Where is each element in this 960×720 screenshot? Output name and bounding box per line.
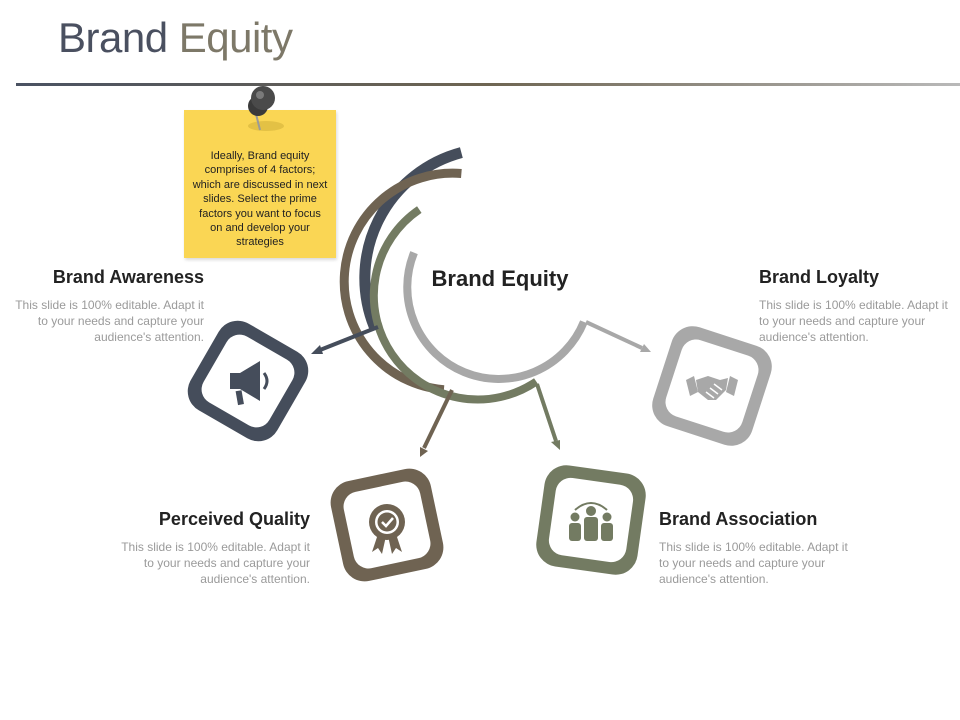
factor-description: This slide is 100% editable. Adapt it to… [759,298,948,344]
handshake-icon [686,376,738,400]
sticky-note: Ideally, Brand equity comprises of 4 fac… [184,110,336,258]
brand-association-tile [536,465,646,575]
quality-connector [420,389,454,457]
brand-loyalty-tile [652,326,772,446]
association-connector [535,383,560,450]
slide-title-word: Brand [58,14,179,61]
factor-brand-awareness: Brand Awareness This slide is 100% edita… [14,267,204,345]
slide-title-word: Equity [178,14,293,61]
awareness-arc [359,147,463,329]
pushpin-icon [248,86,284,131]
factor-title: Perceived Quality [158,509,310,529]
perceived-quality-tile [330,468,444,582]
brand-awareness-tile [187,320,309,442]
team-icon [569,502,613,541]
factor-description: This slide is 100% editable. Adapt it to… [121,540,310,586]
factor-brand-association: Brand Association This slide is 100% edi… [659,509,849,587]
factor-brand-loyalty: Brand Loyalty This slide is 100% editabl… [759,267,949,345]
awareness-connector [311,325,379,354]
title-divider [16,83,960,86]
factor-title: Brand Loyalty [759,267,880,287]
loyalty-connector [585,320,651,352]
loyalty-arc [403,251,588,383]
factor-perceived-quality: Perceived Quality This slide is 100% edi… [120,509,310,587]
association-arc [369,206,539,404]
factor-title: Brand Awareness [52,267,204,287]
factor-title: Brand Association [659,509,818,529]
quality-arc [339,168,462,395]
factor-description: This slide is 100% editable. Adapt it to… [659,540,848,586]
factor-description: This slide is 100% editable. Adapt it to… [15,298,204,344]
slide-title: Brand Equity [58,14,293,62]
quality-badge-icon [369,504,405,554]
center-label: Brand Equity [431,266,569,291]
megaphone-icon [230,361,269,406]
sticky-note-text: Ideally, Brand equity comprises of 4 fac… [192,150,328,249]
